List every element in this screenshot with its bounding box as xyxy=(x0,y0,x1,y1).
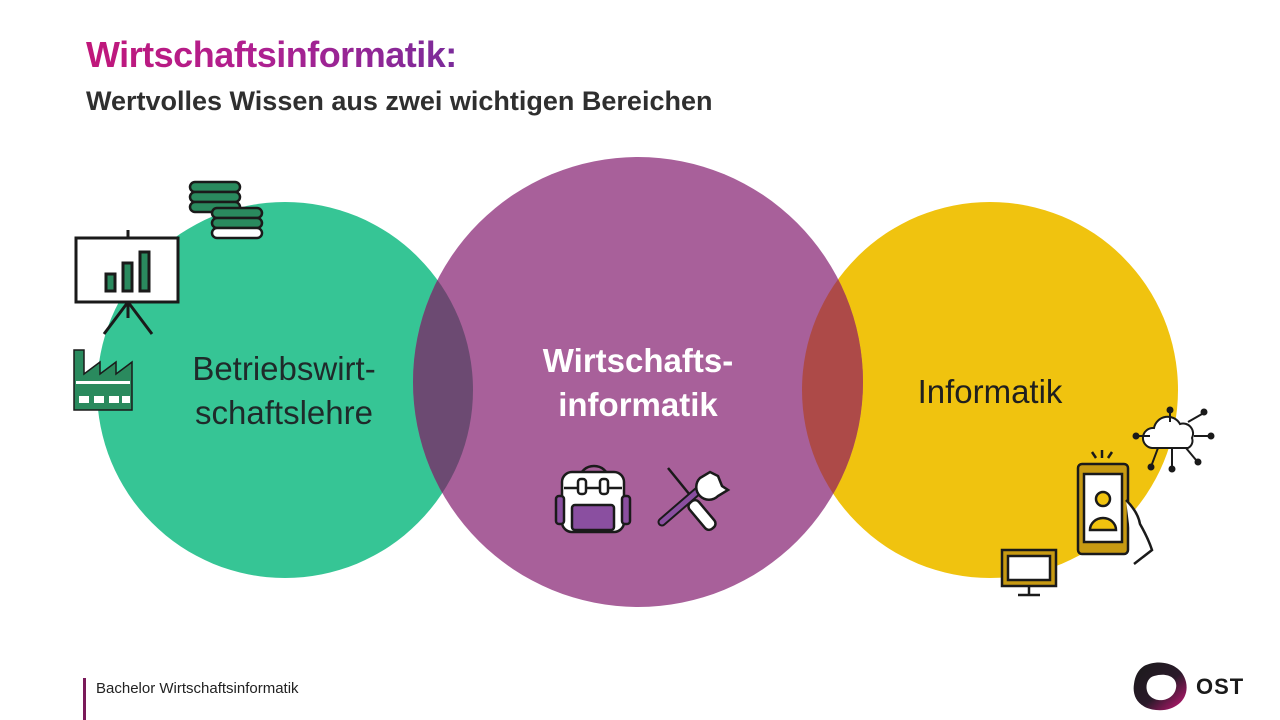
factory-icon xyxy=(73,349,133,411)
monitor-icon xyxy=(1000,548,1058,597)
label-right: Informatik xyxy=(918,373,1063,410)
ost-logo: OST xyxy=(1133,662,1244,711)
cloud-network-icon xyxy=(1132,406,1215,473)
label-center-line1: Wirtschafts- xyxy=(543,342,733,379)
tools-icon xyxy=(657,467,731,532)
circle-wirtschaftsinformatik xyxy=(413,157,863,607)
ost-logo-mark-icon xyxy=(1133,662,1187,711)
circle-betriebswirtschaftslehre xyxy=(97,202,473,578)
presentation-board-icon xyxy=(74,230,180,335)
page-title: Wirtschaftsinformatik: xyxy=(86,34,457,75)
footer-text: Bachelor Wirtschaftsinformatik xyxy=(96,680,299,697)
coins-icon xyxy=(188,180,264,240)
footer-accent-bar xyxy=(83,678,86,720)
ost-logo-text: OST xyxy=(1196,674,1244,699)
page-subtitle: Wertvolles Wissen aus zwei wichtigen Ber… xyxy=(86,86,713,116)
label-center-line2: informatik xyxy=(558,386,718,423)
smartphone-user-icon xyxy=(1076,450,1154,565)
backpack-icon xyxy=(554,464,632,534)
label-left-line2: schaftslehre xyxy=(195,394,373,431)
label-left-line1: Betriebswirt- xyxy=(192,350,375,387)
